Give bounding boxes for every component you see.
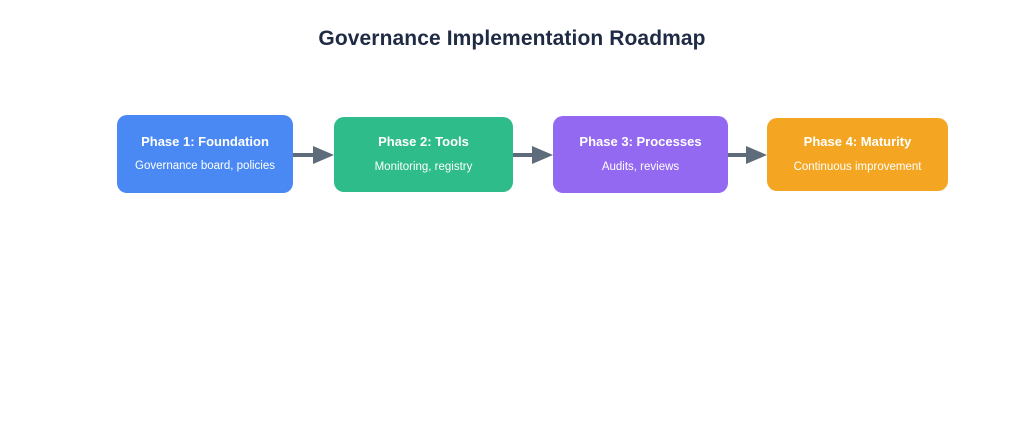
phase-node-2[interactable]: Phase 2: Tools Monitoring, registry xyxy=(334,117,513,192)
phase-node-4[interactable]: Phase 4: Maturity Continuous improvement xyxy=(767,118,948,191)
phase-node-2-title: Phase 2: Tools xyxy=(378,134,469,150)
phase-node-1[interactable]: Phase 1: Foundation Governance board, po… xyxy=(117,115,293,193)
phase-node-2-subtitle: Monitoring, registry xyxy=(374,160,473,173)
phase-node-1-subtitle: Governance board, policies xyxy=(135,160,275,173)
phase-node-3-subtitle: Audits, reviews xyxy=(601,160,680,173)
phase-node-4-title: Phase 4: Maturity xyxy=(803,134,912,150)
phase-node-3[interactable]: Phase 3: Processes Audits, reviews xyxy=(553,116,728,193)
page-title: Governance Implementation Roadmap xyxy=(318,27,706,50)
phase-node-4-subtitle: Continuous improvement xyxy=(793,160,922,173)
arrow-icon-2 xyxy=(513,146,553,164)
phase-node-1-title: Phase 1: Foundation xyxy=(141,133,269,149)
arrow-icon-1 xyxy=(293,146,334,164)
arrow-icon-3 xyxy=(728,146,767,164)
phase-node-3-title: Phase 3: Processes xyxy=(579,134,702,150)
